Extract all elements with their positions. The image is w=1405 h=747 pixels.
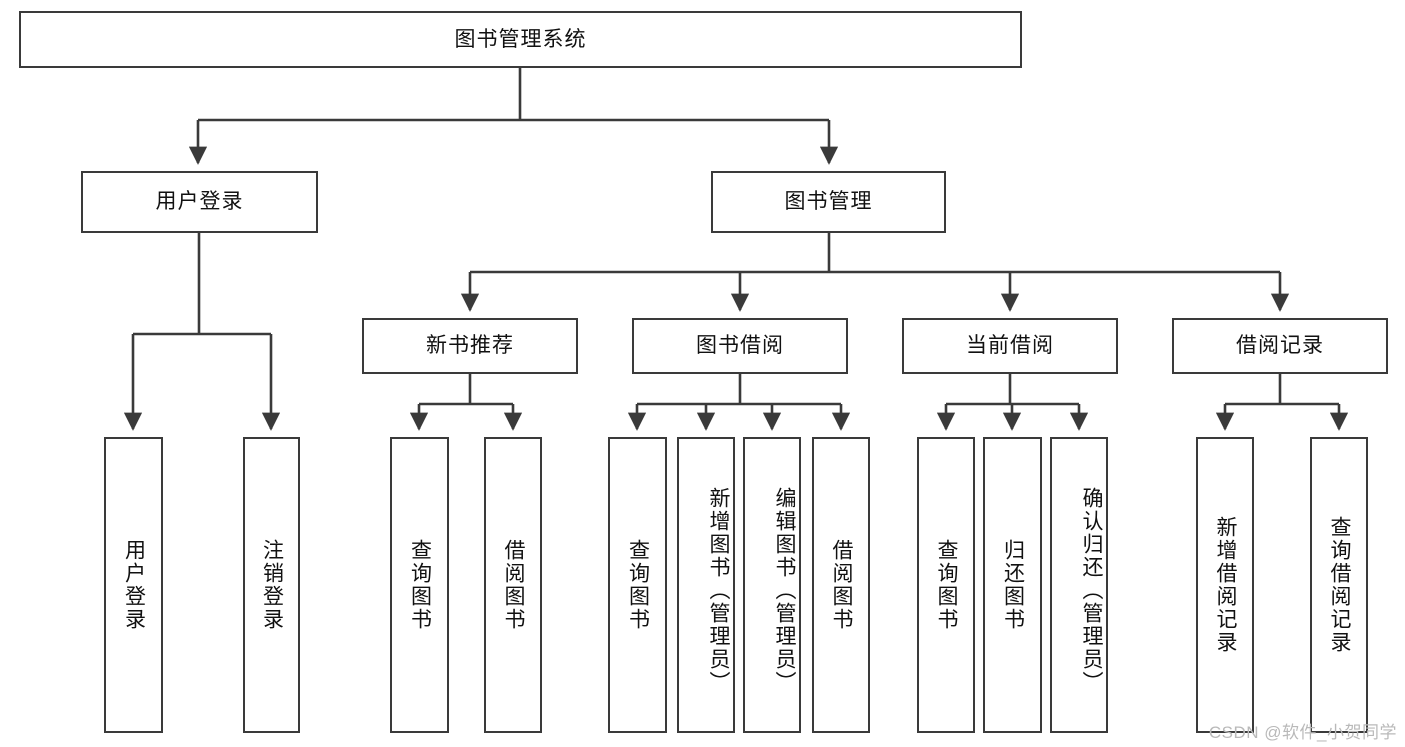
node-leaf-query-book-borrow[interactable]: 查询图书 [608, 437, 667, 733]
node-borrow-record[interactable]: 借阅记录 [1172, 318, 1388, 374]
node-leaf-add-book[interactable]: 新增图书（管理员） [677, 437, 735, 733]
node-leaf-borrow-book-recommend[interactable]: 借阅图书 [484, 437, 542, 733]
node-leaf-query-book-recommend[interactable]: 查询图书 [390, 437, 449, 733]
node-user-login[interactable]: 用户登录 [81, 171, 318, 233]
node-book-manage[interactable]: 图书管理 [711, 171, 946, 233]
node-leaf-query-book-current[interactable]: 查询图书 [917, 437, 975, 733]
node-leaf-borrow-book[interactable]: 借阅图书 [812, 437, 870, 733]
node-book-borrow[interactable]: 图书借阅 [632, 318, 848, 374]
node-leaf-user-login[interactable]: 用户登录 [104, 437, 163, 733]
node-current-borrow[interactable]: 当前借阅 [902, 318, 1118, 374]
node-leaf-add-borrow-record[interactable]: 新增借阅记录 [1196, 437, 1254, 733]
node-new-book-recommend[interactable]: 新书推荐 [362, 318, 578, 374]
node-leaf-query-borrow-record[interactable]: 查询借阅记录 [1310, 437, 1368, 733]
node-leaf-edit-book[interactable]: 编辑图书（管理员） [743, 437, 801, 733]
node-leaf-confirm-return[interactable]: 确认归还（管理员） [1050, 437, 1108, 733]
watermark: CSDN @软件_小贺同学 [1208, 723, 1397, 742]
node-root[interactable]: 图书管理系统 [19, 11, 1022, 68]
node-leaf-user-logout[interactable]: 注销登录 [243, 437, 300, 733]
node-leaf-return-book[interactable]: 归还图书 [983, 437, 1042, 733]
